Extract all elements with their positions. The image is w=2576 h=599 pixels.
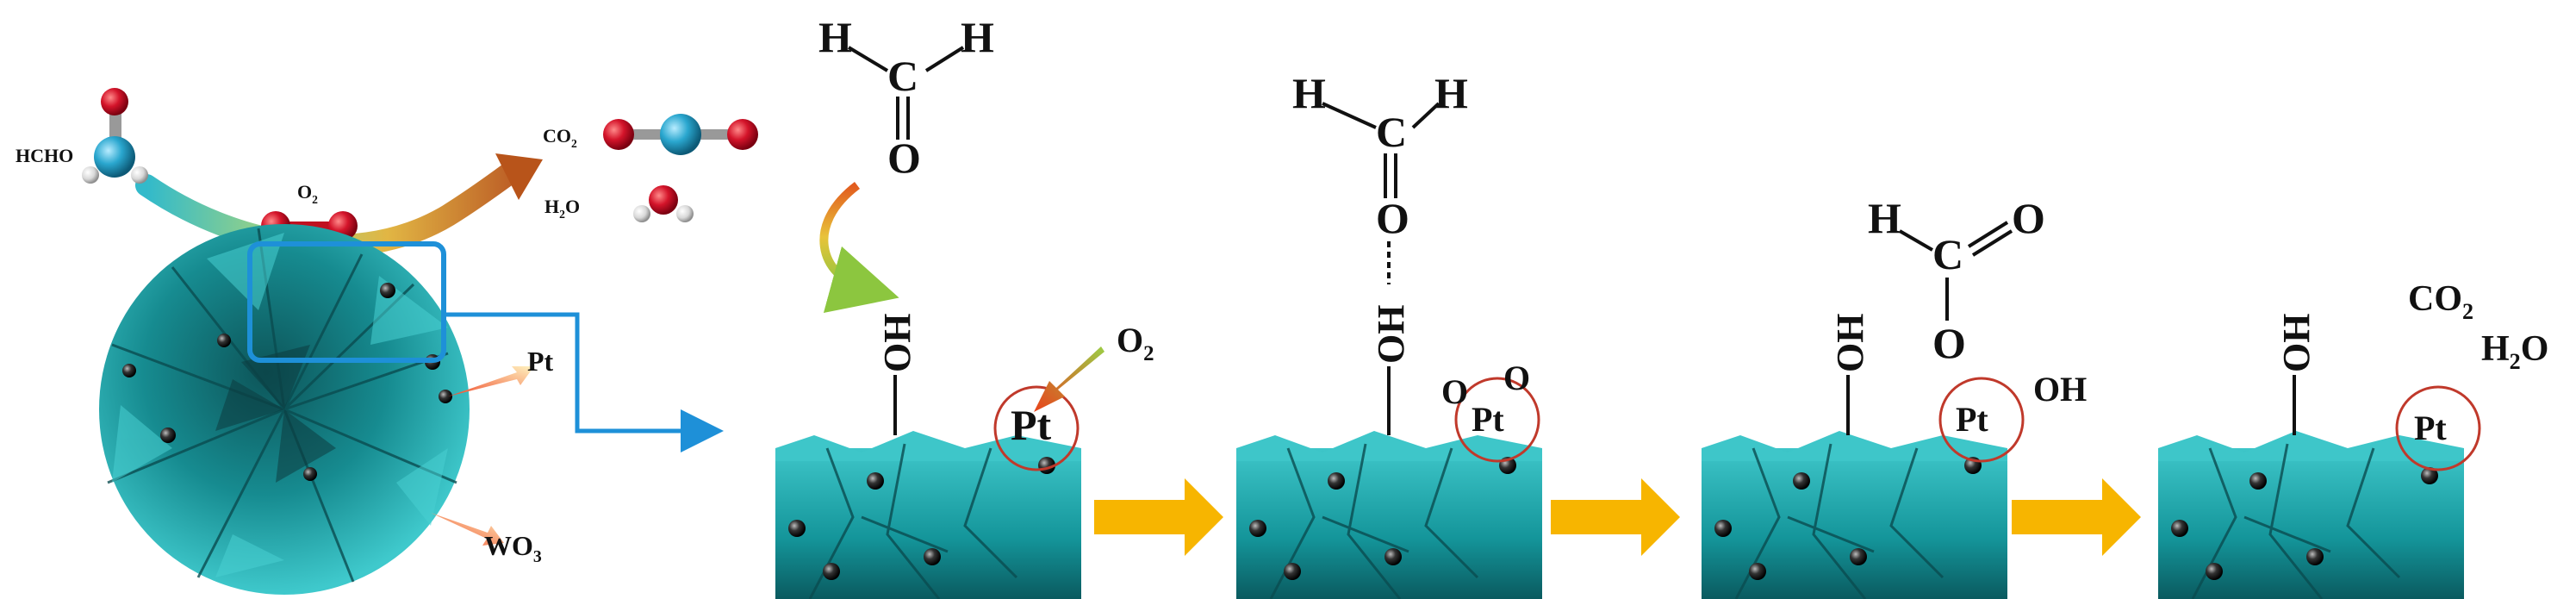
stage-2-surface <box>1236 431 1542 599</box>
wo3-pointer-arrow <box>431 513 504 546</box>
stage-3-o-top: O <box>2012 194 2045 242</box>
o2-label: O2 <box>297 181 318 206</box>
stage-3-surface <box>1702 431 2007 599</box>
pt-pointer-arrow <box>448 366 534 396</box>
zoom-connector-arrow <box>444 312 724 452</box>
stage-1-o2-label: O2 <box>1117 321 1154 365</box>
stage-4-surface <box>2158 431 2464 599</box>
step-arrow-3 <box>2012 478 2141 556</box>
stage-4-h2o: H2O <box>2481 329 2548 374</box>
zoom-selection-box <box>247 241 446 363</box>
h2o-label: H2O <box>544 196 580 221</box>
stage-2-oh-label: OH <box>1370 305 1412 364</box>
stage-1-c: C <box>887 52 918 100</box>
stage-3-o-bottom: O <box>1932 319 1966 367</box>
stage-1-h-left: H <box>818 13 852 61</box>
stage-4-oh-label: OH <box>2275 314 2318 372</box>
reaction-swoosh-arrow <box>135 153 543 258</box>
stage-3-pt-circle <box>1938 377 2025 463</box>
pt-label: Pt <box>527 346 554 377</box>
wo3-label: WO3 <box>484 530 542 566</box>
stage-2-pt-circle <box>1454 377 1540 463</box>
stage-2: Pt OH H H C O O O <box>1236 69 1542 599</box>
stage-3-bonds <box>1898 221 2013 321</box>
left-panel: HCHO O2 CO2 H2O <box>16 88 758 595</box>
stage-3-h: H <box>1868 194 1901 242</box>
stage-1-adsorption-arrow <box>819 182 899 314</box>
stage-3-oh-label: OH <box>1829 314 1871 372</box>
stage-2-pt-label: Pt <box>1472 400 1504 439</box>
stage-2-o-b: O <box>1503 359 1530 397</box>
stage-4-pt-circle <box>2395 385 2481 471</box>
stage-2-h-right: H <box>1434 69 1468 117</box>
step-arrow-2 <box>1551 478 1680 556</box>
stage-4-co2: CO2 <box>2408 279 2473 324</box>
stage-3-pt-label: Pt <box>1956 400 1988 439</box>
stage-2-o: O <box>1376 194 1409 242</box>
stage-1-h-right: H <box>961 13 994 61</box>
stage-1-pt-circle <box>993 385 1080 471</box>
stage-4-pt-label: Pt <box>2414 409 2447 447</box>
stage-4: Pt OH CO2 H2O <box>2158 279 2548 599</box>
stage-2-bonds <box>1322 102 1440 198</box>
hcho-molecule-model <box>82 88 148 184</box>
hcho-label: HCHO <box>16 145 73 166</box>
stage-2-c: C <box>1376 108 1407 156</box>
stage-1-pt-label: Pt <box>1011 401 1052 449</box>
stage-2-h-left: H <box>1292 69 1326 117</box>
step-arrow-1 <box>1094 478 1223 556</box>
stage-1-oh-label: OH <box>876 314 918 372</box>
h2o-molecule-model <box>633 185 694 222</box>
pt-wo3-sphere <box>99 224 470 595</box>
stage-3-oh-pt: OH <box>2033 370 2087 409</box>
stage-3-c: C <box>1932 230 1963 278</box>
stage-1-surface <box>775 431 1081 599</box>
stage-1: Pt OH H H C O O2 <box>775 13 1154 599</box>
stage-2-o-a: O <box>1441 372 1468 411</box>
stage-1-o2-arrow <box>1034 346 1104 412</box>
co2-label: CO2 <box>543 125 577 150</box>
stage-1-bonds <box>847 46 965 140</box>
stage-3: Pt OH H C O O OH <box>1702 194 2087 599</box>
stage-1-o: O <box>887 134 921 182</box>
co2-molecule-model <box>603 114 758 155</box>
